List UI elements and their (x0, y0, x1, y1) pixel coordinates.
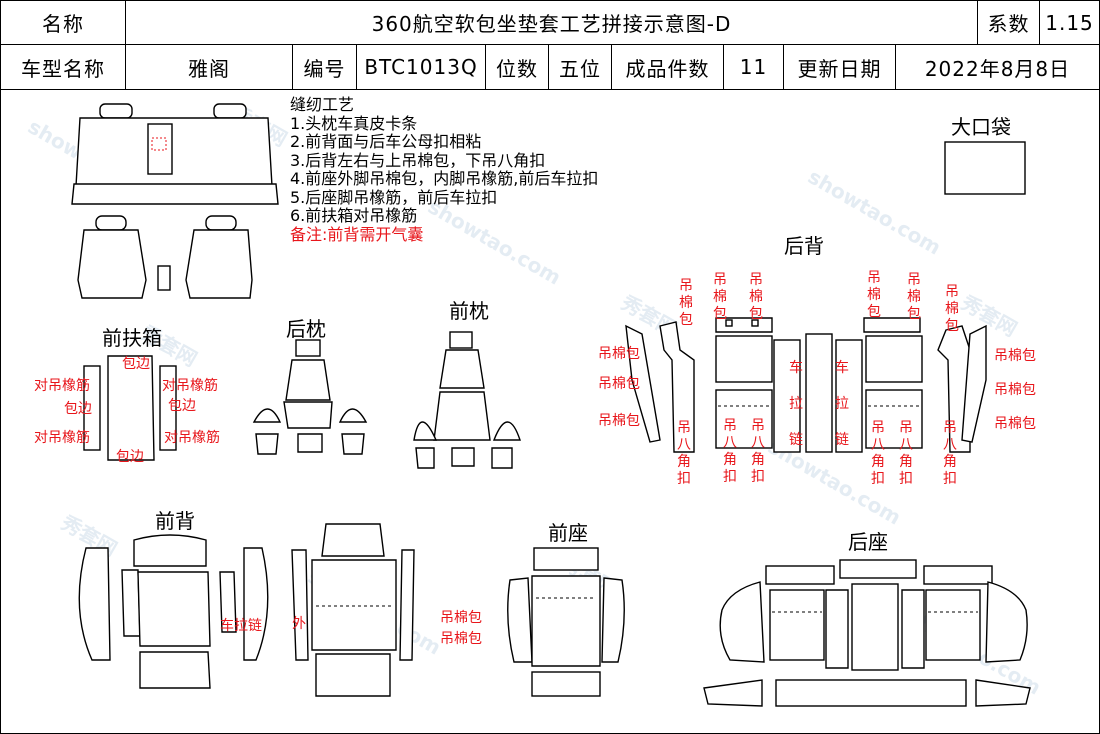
seats-value: 五位 (548, 44, 612, 90)
model-label: 车型名称 (0, 44, 126, 90)
annot-hang-cotton: 吊棉包 (994, 348, 1036, 364)
annot-hang-cotton-v: 吊棉包 (713, 272, 727, 322)
front-seat-overview (77, 215, 253, 299)
annot-hang-cotton-v: 吊棉包 (679, 278, 693, 328)
name-label: 名称 (0, 0, 126, 45)
annot-hang-cotton: 吊棉包 (994, 416, 1036, 432)
annot-hang-octagon-v: 吊八角扣 (899, 420, 913, 487)
annot-hang-cotton: 吊棉包 (598, 346, 640, 362)
code-label: 编号 (292, 44, 357, 90)
header-table: 名称 360航空软包坐垫套工艺拼接示意图-D 系数 1.15 车型名称 雅阁 编… (0, 0, 1100, 90)
date-value: 2022年8月8日 (895, 44, 1100, 90)
annot-hang-cotton-v: 吊棉包 (907, 272, 921, 322)
rear-seat-pieces (703, 559, 1031, 707)
annot-edge-wrap: 包边 (64, 401, 92, 417)
annot-car-zipper-v: 车拉链 (835, 360, 849, 448)
coef-label: 系数 (977, 0, 1040, 45)
annot-hang-octagon-v: 吊八角扣 (723, 418, 737, 485)
process-notes: 缝纫工艺 1.头枕车真皮卡条 2.前背面与后车公母扣相粘 3.后背左右与上吊棉包… (290, 95, 599, 244)
process-step: 1.头枕车真皮卡条 (290, 113, 418, 133)
annot-hang-cotton: 吊棉包 (598, 413, 640, 429)
annot-hang-octagon-v: 吊八角扣 (677, 420, 691, 487)
big-bag-piece (944, 141, 1026, 195)
front-seat-pieces (507, 547, 625, 697)
section-big-bag: 大口袋 (951, 115, 1011, 139)
annot-hang-elastic: 对吊橡筋 (34, 378, 90, 394)
annot-hang-elastic: 对吊橡筋 (162, 378, 218, 394)
date-label: 更新日期 (783, 44, 896, 90)
annot-hang-octagon-v: 吊八角扣 (751, 418, 765, 485)
front-back-pieces (78, 523, 415, 697)
process-step: 5.后座脚吊橡筋，前后车拉扣 (290, 187, 498, 207)
process-step: 3.后背左右与上吊棉包，下吊八角扣 (290, 150, 546, 170)
annot-hang-octagon-v: 吊八角扣 (871, 420, 885, 487)
annot-car-zipper-v: 车拉链 (789, 360, 803, 448)
section-rear-seat: 后座 (848, 530, 888, 554)
process-step: 4.前座外脚吊棉包，内脚吊橡筋,前后车拉扣 (290, 169, 599, 188)
model-value: 雅阁 (125, 44, 293, 90)
seats-label: 位数 (485, 44, 549, 90)
section-front-pillow: 前枕 (449, 299, 489, 323)
section-front-back: 前背 (155, 509, 195, 533)
code-value: BTC1013Q (356, 44, 486, 90)
annot-hang-cotton: 吊棉包 (440, 631, 482, 647)
annot-hang-cotton-v: 吊棉包 (749, 272, 763, 322)
annot-hang-elastic: 对吊橡筋 (34, 430, 90, 446)
annot-edge-wrap: 包边 (116, 449, 144, 465)
rear-pillow-pieces (252, 339, 368, 455)
annot-outer: 外 (292, 616, 306, 632)
process-heading: 缝纫工艺 (290, 95, 355, 114)
rear-back-pieces (625, 317, 987, 453)
annot-hang-cotton: 吊棉包 (440, 610, 482, 626)
rear-seat-overview (71, 103, 279, 205)
process-note: 备注:前背需开气囊 (290, 224, 424, 244)
section-rear-back: 后背 (784, 234, 824, 258)
annot-hang-cotton: 吊棉包 (994, 382, 1036, 398)
front-armrest-pieces (83, 355, 177, 461)
annot-hang-cotton-v: 吊棉包 (867, 270, 881, 320)
process-step: 2.前背面与后车公母扣相粘 (290, 132, 482, 151)
section-front-seat: 前座 (548, 521, 588, 545)
process-step: 6.前扶箱对吊橡筋 (290, 206, 418, 225)
coef-value: 1.15 (1039, 0, 1100, 45)
annot-hang-cotton-v: 吊棉包 (945, 284, 959, 334)
section-front-armrest: 前扶箱 (102, 326, 162, 350)
annot-hang-elastic: 对吊橡筋 (164, 430, 220, 446)
annot-hang-cotton: 吊棉包 (598, 376, 640, 392)
annot-edge-wrap: 包边 (168, 398, 196, 414)
annot-edge-wrap: 包边 (122, 356, 150, 372)
section-rear-pillow: 后枕 (286, 317, 326, 341)
front-pillow-pieces (413, 331, 521, 469)
annot-car-zipper: 车拉链 (220, 618, 262, 634)
annot-hang-octagon-v: 吊八角扣 (943, 420, 957, 487)
